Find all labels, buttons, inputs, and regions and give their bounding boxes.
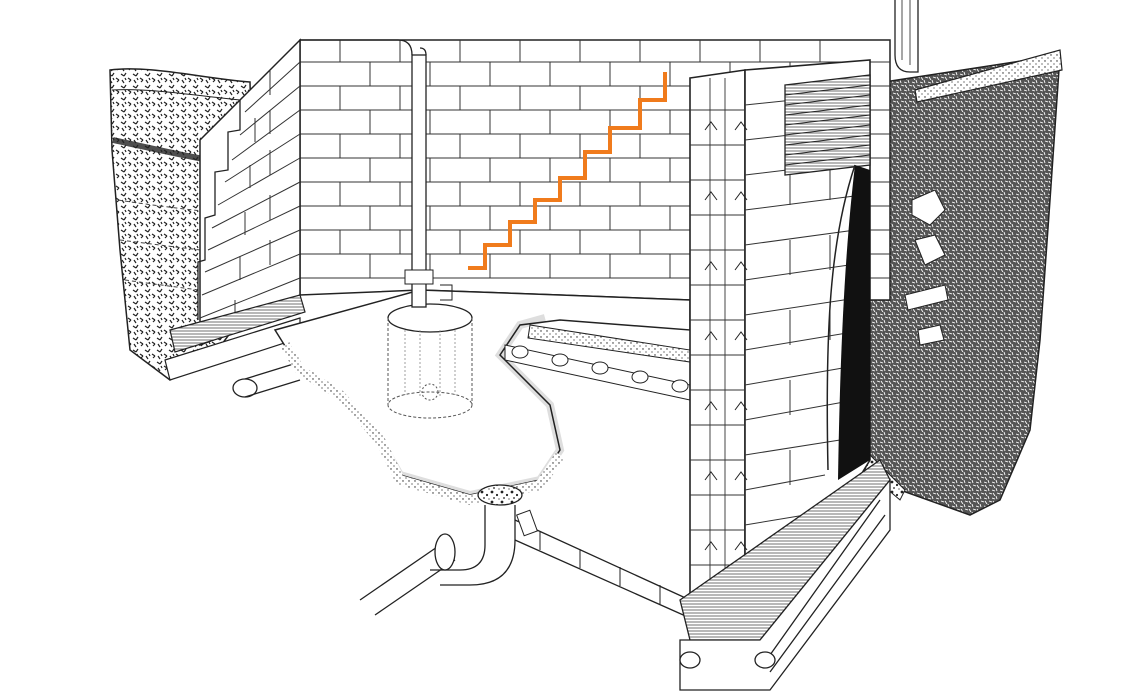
left-footing bbox=[164, 294, 306, 398]
stair-step-crack bbox=[468, 72, 667, 270]
left-block-wall bbox=[197, 38, 301, 347]
floor-drain-assembly bbox=[359, 484, 691, 619]
waterproof-membrane bbox=[826, 164, 870, 480]
sump-pump-pit bbox=[387, 303, 473, 419]
ground-surface-slab bbox=[914, 49, 1063, 103]
window-well bbox=[784, 74, 871, 176]
sump-discharge-pipe bbox=[300, 39, 453, 308]
perimeter-drain-tile-right bbox=[769, 499, 886, 673]
sump-pump-float bbox=[421, 383, 439, 401]
floor-drain-grate bbox=[477, 484, 523, 506]
soil-rocks bbox=[904, 189, 949, 346]
right-footing bbox=[679, 459, 891, 691]
downspout bbox=[894, 0, 919, 73]
concrete-floor-slab bbox=[273, 289, 691, 506]
